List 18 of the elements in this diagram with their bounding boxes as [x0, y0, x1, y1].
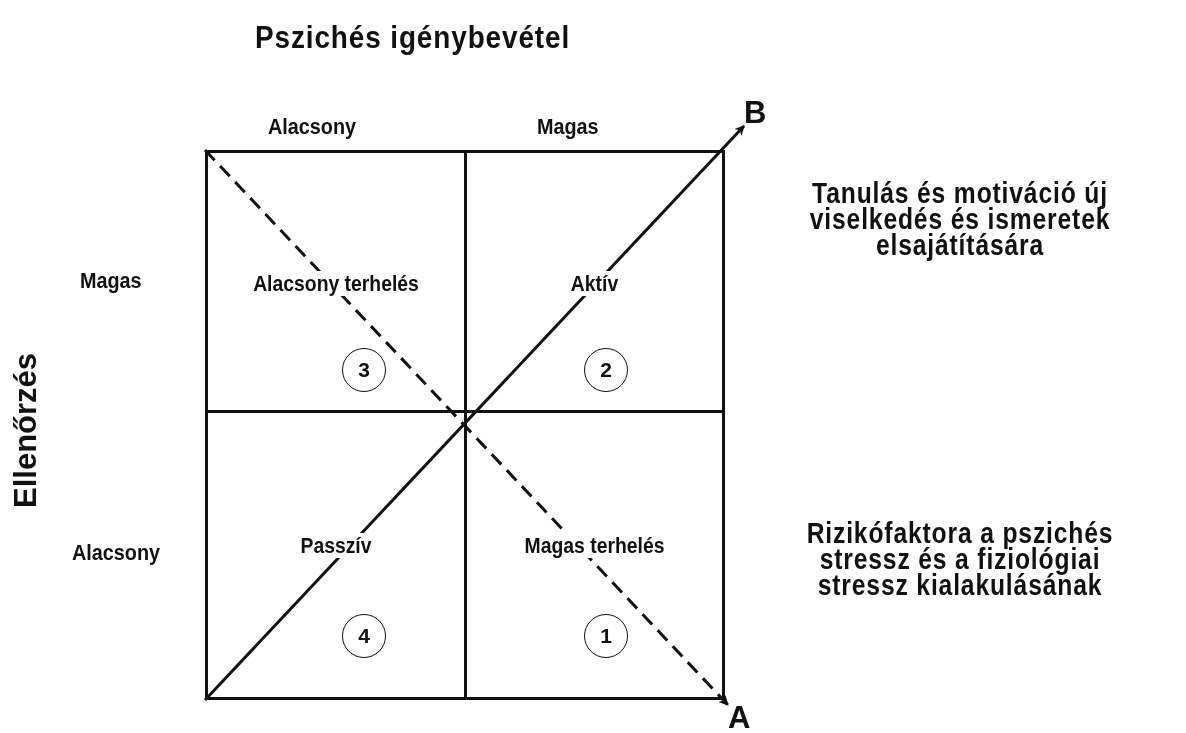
quadrant-cell	[205, 410, 467, 700]
number-circle: 2	[584, 348, 628, 392]
number-circle: 4	[342, 614, 386, 658]
axis-level-label: Alacsony	[72, 540, 161, 566]
axis-level-label: Magas	[80, 268, 142, 294]
axis-level-label: Alacsony	[268, 114, 357, 140]
axis-end-letter: A	[728, 705, 751, 731]
quadrant-cell	[464, 410, 725, 700]
number-circle: 1	[584, 614, 628, 658]
axis-title: Pszichés igénybevétel	[255, 20, 571, 56]
number-circle: 3	[342, 348, 386, 392]
quadrant-cell	[205, 150, 467, 413]
axis-end-letter: B	[744, 100, 767, 126]
quadrant-title: Aktív	[568, 271, 621, 296]
quadrant-cell	[464, 150, 725, 413]
axis-level-label: Magas	[537, 114, 599, 140]
axis-title: Ellenőrzés	[8, 352, 44, 508]
annotation-text: Rizikófaktora a pszichés stressz és a fiziológiai stressz kialakulásának	[805, 520, 1115, 598]
